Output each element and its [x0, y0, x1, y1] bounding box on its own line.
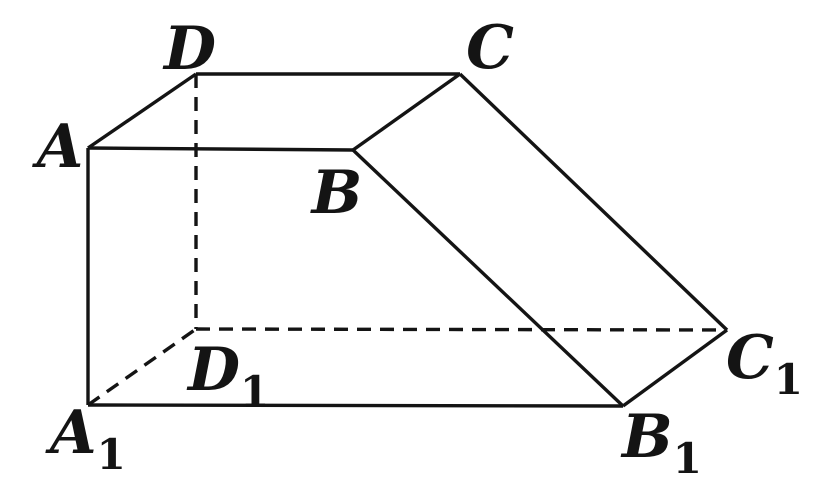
vertex-label-A1: A1: [45, 398, 126, 479]
edge-D1-C1-dashed: [195, 327, 728, 332]
vertex-label-B1: B1: [620, 402, 702, 483]
vertex-label-C: C: [466, 13, 514, 83]
vertex-label-C1: C1: [726, 323, 803, 404]
edge-B-B1: [351, 148, 625, 408]
vertex-label-B: B: [310, 158, 363, 228]
edge-A1-D1-dashed: [87, 327, 197, 407]
edge-A-B: [87, 146, 354, 152]
vertex-label-A: A: [32, 112, 84, 182]
edge-B-C: [352, 72, 461, 152]
vertex-label-D: D: [162, 14, 216, 84]
edge-A-D: [87, 72, 197, 150]
vertex-label-D1: D1: [186, 335, 269, 416]
edge-B1-C1: [621, 328, 729, 408]
edge-C-C1: [458, 72, 729, 332]
edge-A1-B1: [87, 403, 624, 408]
